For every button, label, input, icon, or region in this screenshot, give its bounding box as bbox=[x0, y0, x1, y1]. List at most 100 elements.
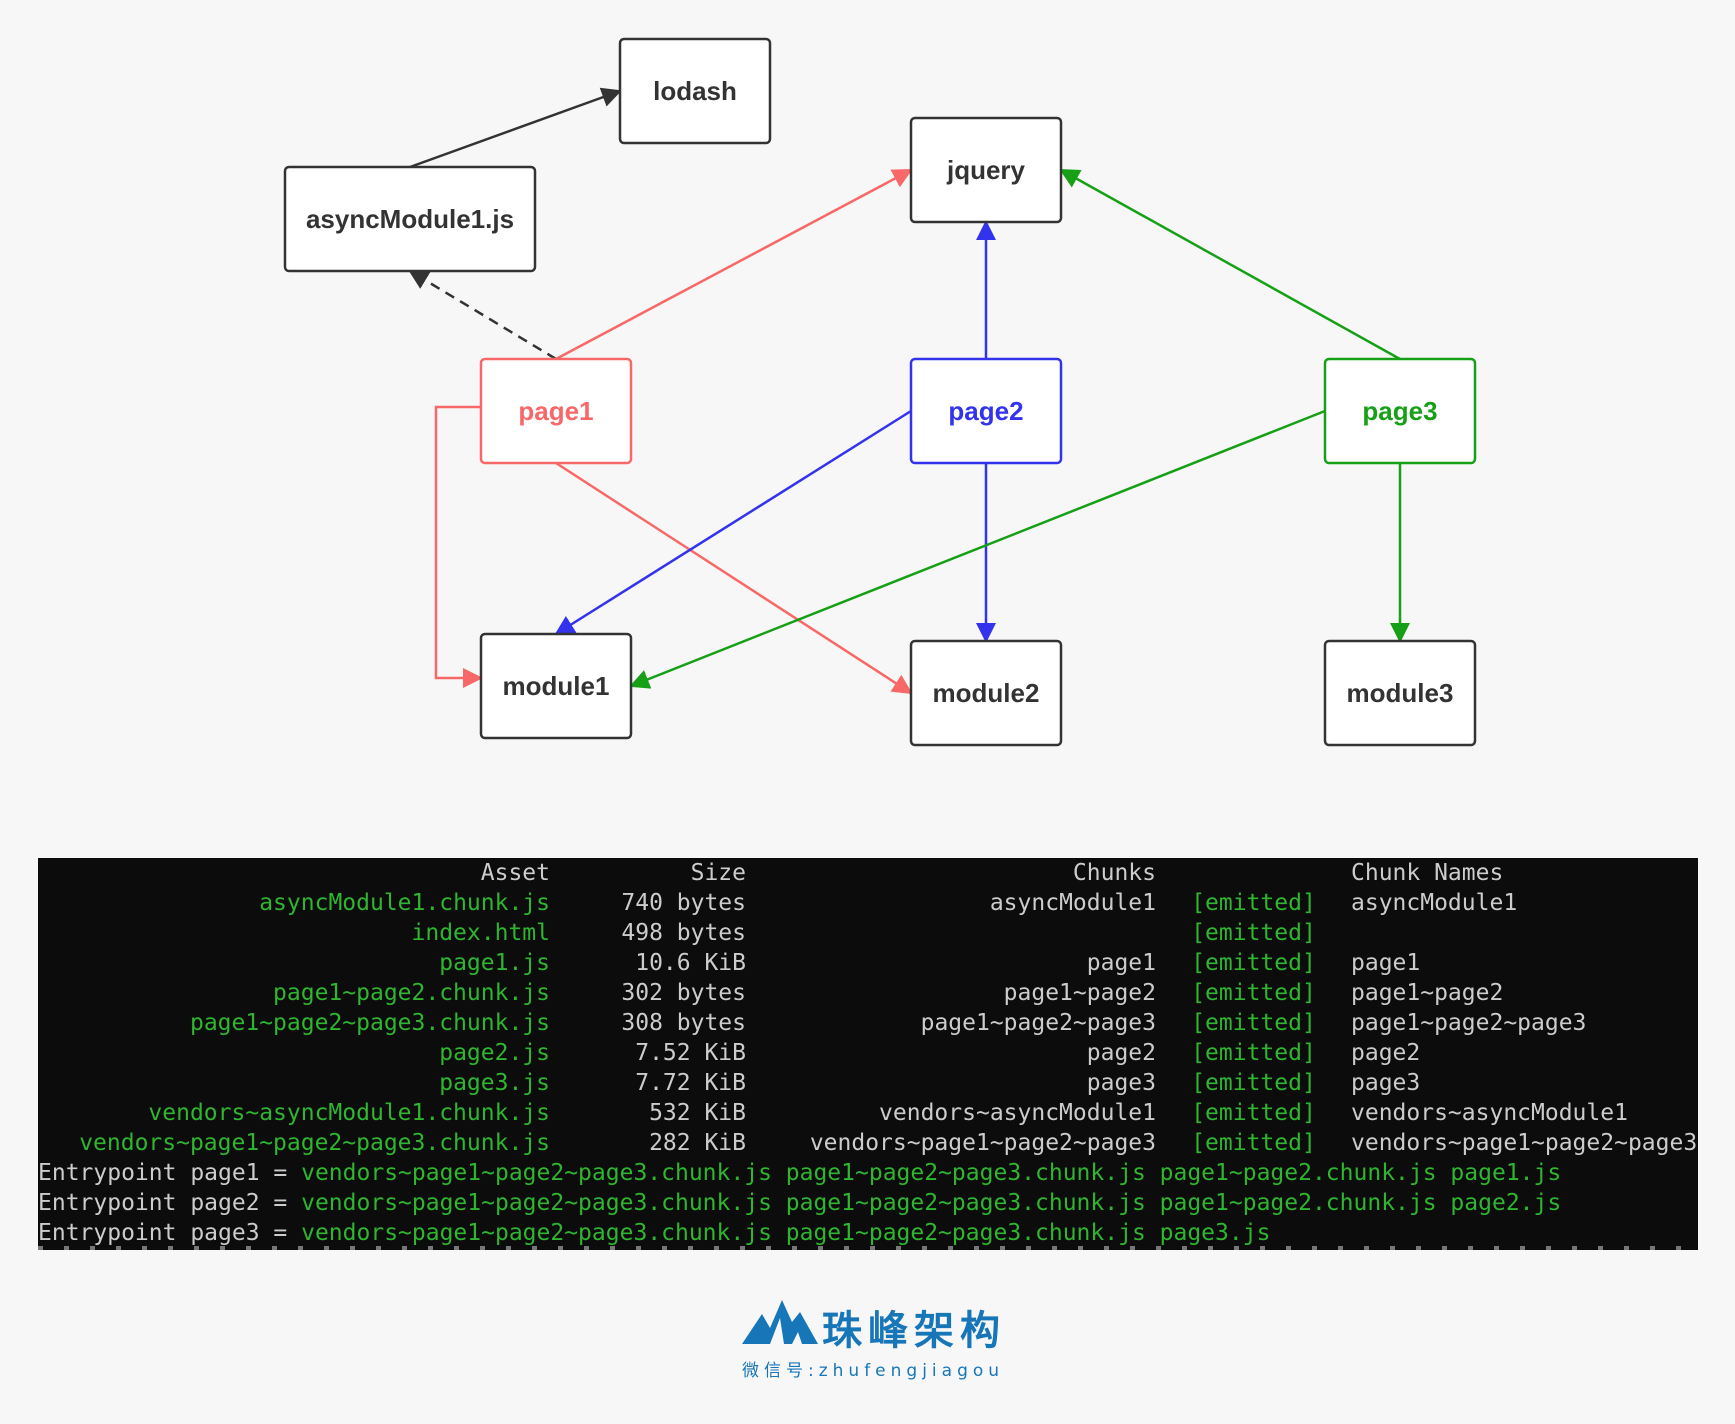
asset-chunk-names: page1 bbox=[1351, 950, 1421, 976]
entrypoint-line: Entrypoint page2 = vendors~page1~page2~p… bbox=[38, 1188, 1561, 1218]
asset-chunk-names: page1~page2~page3 bbox=[1351, 1010, 1587, 1036]
header-emitted bbox=[1156, 858, 1351, 888]
asset-chunk-names: vendors~page1~page2~page3 bbox=[1351, 1130, 1698, 1156]
node-box bbox=[283, 165, 537, 273]
asset-size: 532 KiB bbox=[649, 1100, 746, 1126]
header-chunks: Chunks bbox=[1072, 860, 1156, 886]
node-module2: module2 bbox=[909, 639, 1063, 747]
entrypoint-files: vendors~page1~page2~page3.chunk.js page1… bbox=[301, 1160, 1562, 1186]
asset-emitted: [emitted] bbox=[1191, 1100, 1316, 1126]
asset-emitted: [emitted] bbox=[1191, 950, 1316, 976]
asset-file: page1~page2.chunk.js bbox=[273, 980, 550, 1006]
asset-row: page1~page2.chunk.js 302 bytes page1~page2… bbox=[38, 978, 1697, 1008]
node-jquery: jquery bbox=[909, 116, 1063, 224]
asset-file: page1.js bbox=[439, 950, 550, 976]
asset-chunks: vendors~page1~page2~page3 bbox=[809, 1130, 1156, 1156]
asset-file: page2.js bbox=[439, 1040, 550, 1066]
node-module3: module3 bbox=[1323, 639, 1477, 747]
node-box bbox=[1323, 357, 1477, 465]
edge-page1-to-module1 bbox=[434, 405, 483, 688]
asset-table: Asset Size Chunks Chunk Names asyncModul… bbox=[38, 858, 1697, 1158]
node-page1: page1 bbox=[479, 357, 633, 465]
asset-chunk-names: page3 bbox=[1351, 1070, 1421, 1096]
edge-page1-to-module2 bbox=[555, 461, 913, 695]
asset-size: 302 bytes bbox=[621, 980, 746, 1006]
asset-file: page3.js bbox=[439, 1070, 550, 1096]
dependency-diagram: lodash asyncModule1.js jquery page1 page2 pag… bbox=[283, 37, 1477, 747]
node-label: asyncModule1.js bbox=[306, 204, 514, 234]
asset-file: asyncModule1.chunk.js bbox=[259, 890, 550, 916]
asset-emitted: [emitted] bbox=[1191, 920, 1316, 946]
node-label: page2 bbox=[948, 396, 1023, 426]
entrypoint-list: Entrypoint page1 = vendors~page1~page2~p… bbox=[38, 1158, 1561, 1248]
asset-emitted: [emitted] bbox=[1191, 980, 1316, 1006]
brand-wechat-id: 微信号:zhufengjiagou bbox=[742, 1361, 1005, 1381]
asset-chunk-names bbox=[1351, 918, 1697, 948]
asset-size: 308 bytes bbox=[621, 1010, 746, 1036]
asset-size: 10.6 KiB bbox=[635, 950, 746, 976]
node-label: lodash bbox=[653, 76, 737, 106]
header-asset: Asset bbox=[480, 860, 550, 886]
node-module1: module1 bbox=[479, 632, 633, 740]
entrypoint-label: Entrypoint page1 = bbox=[38, 1160, 302, 1186]
asset-chunks: page3 bbox=[1086, 1070, 1156, 1096]
asset-chunk-names: vendors~asyncModule1 bbox=[1351, 1100, 1628, 1126]
edge-page3-to-jquery bbox=[1059, 168, 1401, 361]
asset-emitted: [emitted] bbox=[1191, 1040, 1316, 1066]
node-page3: page3 bbox=[1323, 357, 1477, 465]
asset-chunk-names: page1~page2 bbox=[1351, 980, 1504, 1006]
asset-chunks: page2 bbox=[1086, 1040, 1156, 1066]
asset-emitted: [emitted] bbox=[1191, 890, 1316, 916]
node-box bbox=[479, 357, 633, 465]
asset-chunk-names: page2 bbox=[1351, 1040, 1421, 1066]
entrypoint-files: vendors~page1~page2~page3.chunk.js page1… bbox=[301, 1190, 1562, 1216]
asset-table-header: Asset Size Chunks Chunk Names bbox=[38, 858, 1697, 888]
entrypoint-files: vendors~page1~page2~page3.chunk.js page1… bbox=[301, 1220, 1271, 1246]
node-label: jquery bbox=[946, 155, 1026, 185]
node-box bbox=[909, 116, 1063, 224]
asset-size: 282 KiB bbox=[649, 1130, 746, 1156]
brand-footer: 珠峰架构 微信号:zhufengjiagou bbox=[740, 1298, 1070, 1381]
edge-page2-to-module1 bbox=[554, 409, 912, 636]
node-label: module2 bbox=[933, 678, 1040, 708]
asset-row: vendors~asyncModule1.chunk.js 532 KiB vend… bbox=[38, 1098, 1697, 1128]
node-lodash: lodash bbox=[618, 37, 772, 145]
brand-name: 珠峰架构 bbox=[822, 1308, 1006, 1354]
node-box bbox=[479, 632, 633, 740]
node-label: page3 bbox=[1362, 396, 1437, 426]
asset-emitted: [emitted] bbox=[1191, 1010, 1316, 1036]
asset-size: 7.72 KiB bbox=[635, 1070, 746, 1096]
header-size: Size bbox=[690, 860, 746, 886]
entrypoint-line: Entrypoint page3 = vendors~page1~page2~p… bbox=[38, 1218, 1561, 1248]
asset-chunks bbox=[746, 918, 1156, 948]
asset-file: vendors~asyncModule1.chunk.js bbox=[148, 1100, 550, 1126]
webpack-build-output: Asset Size Chunks Chunk Names asyncModul… bbox=[38, 858, 1698, 1250]
asset-file: index.html bbox=[411, 920, 550, 946]
edge-page3-to-module1 bbox=[629, 409, 1326, 689]
asset-row: page1~page2~page3.chunk.js 308 bytes page1… bbox=[38, 1008, 1697, 1038]
header-chunk-names: Chunk Names bbox=[1351, 860, 1504, 886]
edge-asyncModule1-to-lodash bbox=[409, 87, 622, 169]
node-asyncModule1: asyncModule1.js bbox=[283, 165, 537, 273]
node-box bbox=[1323, 639, 1477, 747]
cropped-line bbox=[38, 1246, 1698, 1250]
entrypoint-label: Entrypoint page3 = bbox=[38, 1220, 302, 1246]
entrypoint-label: Entrypoint page2 = bbox=[38, 1190, 302, 1216]
asset-size: 7.52 KiB bbox=[635, 1040, 746, 1066]
asset-chunks: vendors~asyncModule1 bbox=[879, 1100, 1156, 1126]
edge-page1-to-asyncModule1 bbox=[408, 269, 557, 361]
asset-file: page1~page2~page3.chunk.js bbox=[189, 1010, 550, 1036]
asset-size: 740 bytes bbox=[621, 890, 746, 916]
entrypoint-line: Entrypoint page1 = vendors~page1~page2~p… bbox=[38, 1158, 1561, 1188]
asset-chunks: page1 bbox=[1086, 950, 1156, 976]
asset-emitted: [emitted] bbox=[1191, 1130, 1316, 1156]
edges bbox=[408, 87, 1410, 695]
asset-chunks: page1~page2 bbox=[1003, 980, 1156, 1006]
asset-chunks: page1~page2~page3 bbox=[920, 1010, 1156, 1036]
node-box bbox=[909, 357, 1063, 465]
node-label: module1 bbox=[503, 671, 610, 701]
asset-chunk-names: asyncModule1 bbox=[1351, 890, 1518, 916]
